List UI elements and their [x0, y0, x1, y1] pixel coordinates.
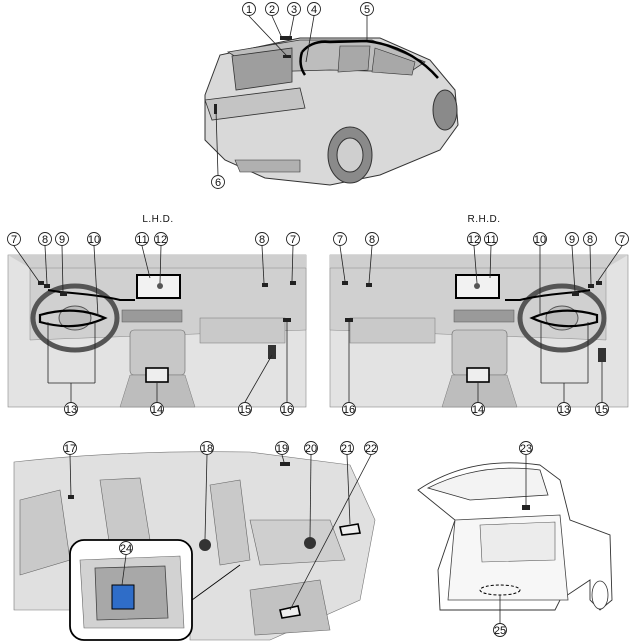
cargo-callouts: 23 25: [493, 441, 533, 637]
lhd-caption: L.H.D.: [142, 214, 173, 225]
lhd-leader-lines: [13, 245, 294, 403]
svg-text:9: 9: [569, 234, 575, 246]
vehicle-exterior-illustration: [204, 36, 459, 186]
svg-text:19: 19: [276, 443, 288, 455]
lhd-callout-16: 16: [280, 402, 294, 416]
rhd-callouts: 7 8 12 11 10 9 8 7 16 14 13 15: [333, 232, 629, 416]
lhd-callout-7-right: 7: [286, 232, 300, 246]
svg-text:14: 14: [472, 404, 484, 416]
lhd-callout-8-right: 8: [255, 232, 269, 246]
callout-20: 20: [304, 441, 318, 455]
svg-text:21: 21: [341, 443, 353, 455]
callout-1: 1: [242, 2, 256, 16]
svg-text:10: 10: [534, 234, 546, 246]
rhd-callout-8-left: 8: [365, 232, 379, 246]
callout-25: 25: [493, 623, 507, 637]
rhd-callout-8-right: 8: [583, 232, 597, 246]
svg-text:24: 24: [120, 543, 132, 555]
callout-6: 6: [211, 175, 225, 189]
lhd-callout-9: 9: [55, 232, 69, 246]
svg-text:16: 16: [281, 404, 293, 416]
interior-leader-lines: [69, 454, 372, 611]
callout-5: 5: [360, 2, 374, 16]
lhd-callout-13: 13: [64, 402, 78, 416]
rhd-callout-9: 9: [565, 232, 579, 246]
svg-text:12: 12: [468, 234, 480, 246]
rhd-callout-10: 10: [533, 232, 547, 246]
svg-text:20: 20: [305, 443, 317, 455]
svg-text:7: 7: [337, 234, 343, 246]
svg-text:9: 9: [59, 234, 65, 246]
svg-text:7: 7: [619, 234, 625, 246]
svg-text:4: 4: [311, 4, 317, 16]
lhd-callout-15: 15: [238, 402, 252, 416]
callout-21: 21: [340, 441, 354, 455]
rhd-callout-7-left: 7: [333, 232, 347, 246]
rhd-callout-12: 12: [467, 232, 481, 246]
rhd-callout-16: 16: [342, 402, 356, 416]
rhd-leader-lines: [339, 245, 623, 402]
callout-4: 4: [307, 2, 321, 16]
top-callouts: 1 2 3 4 5 6: [211, 2, 374, 189]
svg-text:11: 11: [485, 234, 496, 246]
svg-text:10: 10: [88, 234, 100, 246]
svg-text:2: 2: [269, 4, 275, 16]
svg-text:3: 3: [291, 4, 297, 16]
svg-text:8: 8: [587, 234, 593, 246]
lhd-callout-11: 11: [135, 232, 149, 246]
lhd-callout-10: 10: [87, 232, 101, 246]
svg-text:7: 7: [11, 234, 17, 246]
callout-3: 3: [287, 2, 301, 16]
rhd-caption: R.H.D.: [468, 214, 501, 225]
svg-text:18: 18: [201, 443, 213, 455]
cargo-area-illustration: [417, 462, 613, 611]
lhd-callouts: 7 8 9 10 11 12 8 7 13 14 15 16: [7, 232, 300, 416]
svg-text:6: 6: [215, 177, 221, 189]
rhd-dashboard-illustration: [329, 254, 629, 408]
svg-text:17: 17: [64, 443, 76, 455]
lhd-callout-14: 14: [150, 402, 164, 416]
top-leader-lines: [215, 15, 368, 176]
svg-text:22: 22: [365, 443, 377, 455]
svg-text:11: 11: [136, 234, 147, 246]
svg-text:15: 15: [596, 404, 608, 416]
svg-text:23: 23: [520, 443, 532, 455]
lhd-callout-7-left: 7: [7, 232, 21, 246]
lhd-callout-12: 12: [154, 232, 168, 246]
callout-18: 18: [200, 441, 214, 455]
svg-text:13: 13: [65, 404, 77, 416]
svg-text:8: 8: [369, 234, 375, 246]
interior-callouts: 17 18 19 20 21 22 24: [63, 441, 378, 555]
inset-detail: [69, 539, 241, 641]
svg-text:8: 8: [259, 234, 265, 246]
callout-22: 22: [364, 441, 378, 455]
svg-text:25: 25: [494, 625, 506, 637]
callout-2: 2: [265, 2, 279, 16]
cabin-interior-illustration: [13, 451, 376, 641]
svg-text:7: 7: [290, 234, 296, 246]
rhd-callout-11: 11: [484, 232, 498, 246]
svg-text:1: 1: [246, 4, 252, 16]
svg-text:5: 5: [364, 4, 370, 16]
rhd-callout-13: 13: [557, 402, 571, 416]
callout-17: 17: [63, 441, 77, 455]
svg-text:14: 14: [151, 404, 163, 416]
svg-text:16: 16: [343, 404, 355, 416]
svg-text:13: 13: [558, 404, 570, 416]
callout-19: 19: [275, 441, 289, 455]
callout-23: 23: [519, 441, 533, 455]
callout-24: 24: [119, 541, 133, 555]
svg-text:12: 12: [155, 234, 167, 246]
rhd-callout-7-right: 7: [615, 232, 629, 246]
cargo-leader-lines: [499, 455, 527, 623]
rhd-callout-15: 15: [595, 402, 609, 416]
lhd-callout-8-left: 8: [38, 232, 52, 246]
svg-text:15: 15: [239, 404, 251, 416]
svg-text:8: 8: [42, 234, 48, 246]
rhd-callout-14: 14: [471, 402, 485, 416]
